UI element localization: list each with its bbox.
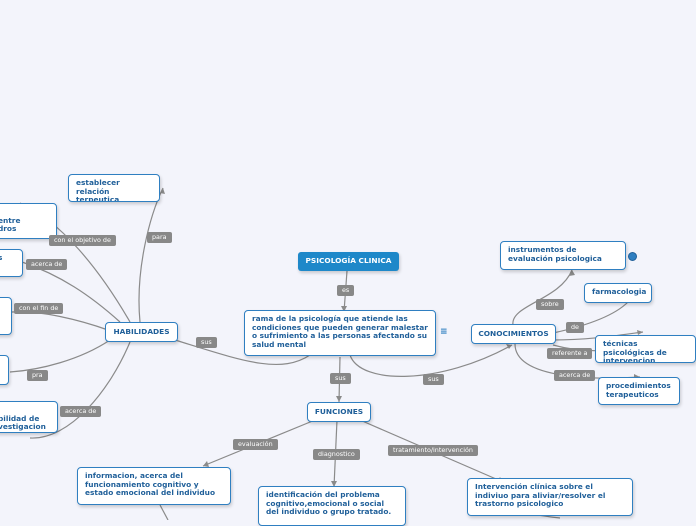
arrowhead	[331, 481, 337, 487]
instrumentos-text: instrumentos de evaluación psicologica	[508, 245, 602, 263]
habilidades-node[interactable]: HABILIDADES	[105, 322, 178, 342]
informacion-text: informacion, acerca del funcionamiento c…	[85, 471, 216, 498]
connector	[552, 301, 629, 334]
connector	[159, 504, 169, 520]
partial-node-bilidad[interactable]: bilidad de vestigacion	[0, 401, 58, 433]
habilidades-label: HABILIDADES	[113, 326, 170, 336]
connector	[138, 187, 164, 323]
partial-node-s[interactable]: s	[0, 249, 23, 277]
identificacion-text: identificación del problema cognitivo,em…	[266, 490, 392, 517]
funciones-label: FUNCIONES	[314, 406, 364, 416]
farmacologia-node[interactable]: farmacologia	[584, 283, 652, 303]
link-label-referente: referente a	[547, 348, 593, 359]
link-label-diagnostico: diagnostico	[313, 449, 360, 460]
partial-node-entre[interactable]: entre dros	[0, 203, 57, 239]
link-label-fin: con el fin de	[14, 303, 64, 314]
procedimientos-text: procedimientos terapeuticos	[606, 381, 671, 399]
link-label-evaluacion: evaluación	[233, 439, 278, 450]
link-label-acerca-2: acerca de	[60, 406, 102, 417]
connector	[11, 311, 109, 331]
arrowhead	[637, 330, 643, 335]
link-label-para: para	[147, 232, 172, 243]
establecer-text: establecer relación terpeutica	[76, 178, 120, 202]
connector	[349, 344, 513, 377]
definition-node[interactable]: rama de la psicología que atiende las co…	[244, 310, 436, 356]
informacion-node[interactable]: informacion, acerca del funcionamiento c…	[77, 467, 231, 505]
link-label-sus-left: sus	[196, 337, 217, 348]
root-node[interactable]: PSICOLOGÍA CLINICA	[298, 252, 399, 271]
farmacologia-text: farmacologia	[592, 287, 647, 296]
partial-bilidad-text: bilidad de vestigacion	[0, 413, 46, 432]
arrowhead	[569, 270, 575, 276]
note-icon[interactable]: ≡	[440, 327, 448, 337]
partial-node-3[interactable]	[0, 297, 12, 335]
link-label-sobre: sobre	[536, 299, 564, 310]
establecer-node[interactable]: establecer relación terpeutica	[68, 174, 160, 202]
link-label-tratamiento: tratamiento/intervención	[388, 445, 478, 456]
funciones-node[interactable]: FUNCIONES	[307, 402, 371, 422]
link-label-sus-down: sus	[330, 373, 351, 384]
partial-entre-text: entre dros	[0, 215, 21, 234]
intervencion-node[interactable]: Intervención clínica sobre el indiviuo p…	[467, 478, 633, 516]
conocimientos-node[interactable]: CONOCIMIENTOS	[471, 324, 556, 344]
tecnicas-text: técnicas psicológicas de intervencion	[603, 339, 667, 363]
arrowhead	[203, 461, 209, 467]
link-label-objetivo: con el objetivo de	[49, 235, 116, 246]
connector	[9, 339, 111, 373]
definition-text: rama de la psicología que atiende las co…	[252, 314, 428, 349]
link-label-acerca-1: acerca de	[26, 259, 68, 270]
link-label-es: es	[337, 285, 355, 296]
arrowhead	[336, 396, 342, 402]
arrowhead	[341, 306, 347, 312]
intervencion-text: Intervención clínica sobre el indiviuo p…	[475, 482, 606, 509]
procedimientos-node[interactable]: procedimientos terapeuticos	[598, 377, 680, 405]
connector	[512, 269, 573, 326]
link-label-acerca-3: acerca de	[554, 370, 596, 381]
partial-node-4[interactable]	[0, 355, 9, 385]
link-label-de: de	[566, 322, 584, 333]
tecnicas-node[interactable]: técnicas psicológicas de intervencion	[595, 335, 696, 363]
instrumentos-node[interactable]: instrumentos de evaluación psicologica	[500, 241, 626, 270]
globe-icon[interactable]	[628, 252, 637, 261]
link-label-sus-right: sus	[423, 374, 444, 385]
conocimientos-label: CONOCIMIENTOS	[478, 328, 549, 338]
arrowhead	[160, 188, 165, 194]
link-label-pra: pra	[27, 370, 48, 381]
partial-s-text: s	[0, 253, 2, 262]
arrowhead	[506, 344, 512, 349]
root-title: PSICOLOGÍA CLINICA	[305, 256, 392, 266]
identificacion-node[interactable]: identificación del problema cognitivo,em…	[258, 486, 406, 526]
